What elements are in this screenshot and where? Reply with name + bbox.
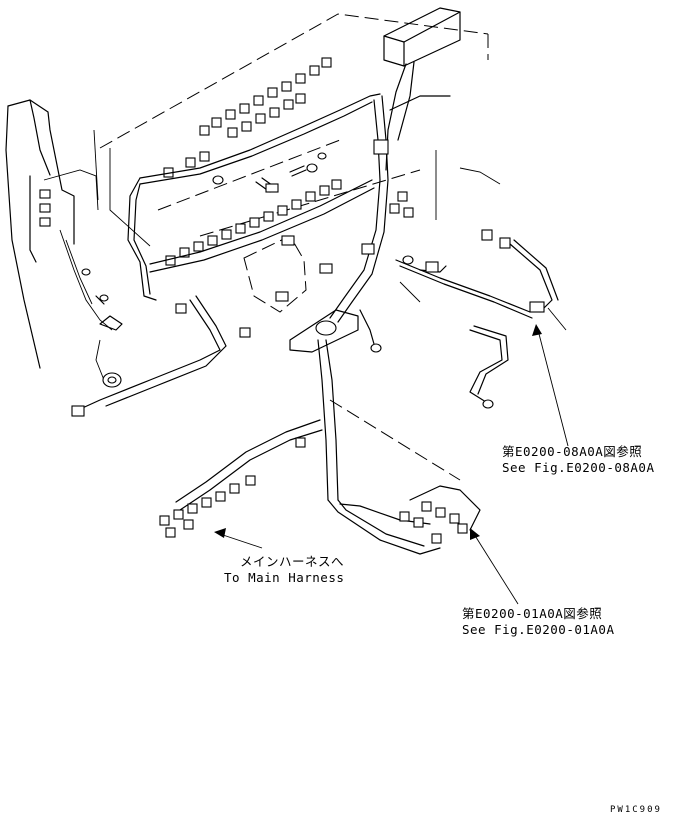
center-bracket (243, 235, 382, 353)
right-branch (389, 150, 567, 409)
main-harness-en-label: To Main Harness (224, 570, 344, 585)
drawing-code: PW1C909 (610, 805, 662, 815)
down-harness (317, 339, 481, 555)
bolts (212, 152, 327, 193)
left-console (5, 99, 99, 369)
left-small-parts (59, 229, 123, 388)
ref-08a0a-en-label: See Fig.E0200-08A0A (502, 460, 655, 475)
main-trunk (127, 95, 451, 323)
top-right-connector (383, 7, 461, 171)
upper-panel (99, 13, 489, 247)
ref-01a0a-en-label: See Fig.E0200-01A0A (462, 622, 615, 637)
fuse-connectors-upper (139, 57, 381, 185)
ref-01a0a-jp-label: 第E0200-01A0A図参照 (462, 606, 602, 621)
left-branch (71, 295, 323, 538)
ref-08a0a-jp-label: 第E0200-08A0A図参照 (502, 444, 642, 459)
main-harness-jp-label: メインハーネスへ (240, 554, 344, 569)
fuse-connectors-lower (149, 179, 375, 273)
leader-arrows (214, 324, 569, 605)
